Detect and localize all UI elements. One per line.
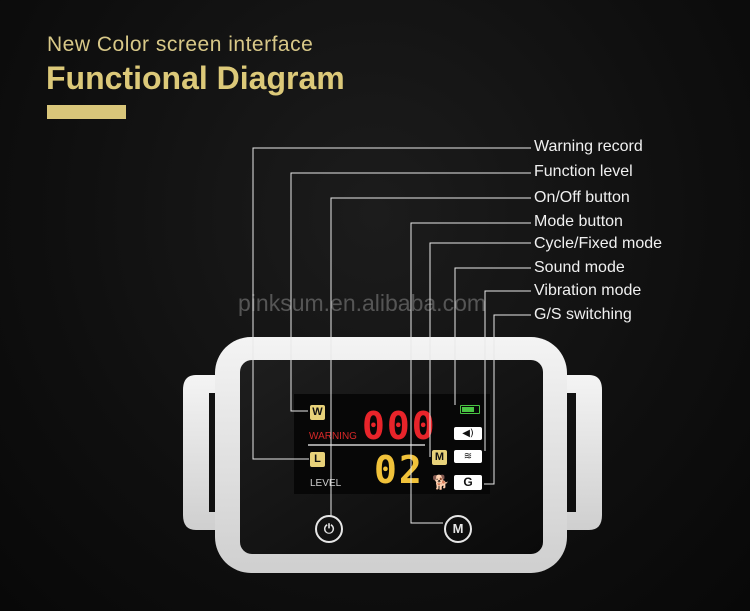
level-label: LEVEL bbox=[310, 478, 342, 489]
page-title: Functional Diagram bbox=[46, 60, 345, 96]
battery-icon bbox=[460, 405, 480, 414]
function-level-badge: L bbox=[310, 452, 325, 467]
leader-mode bbox=[410, 222, 531, 524]
leader-vibration bbox=[484, 290, 531, 451]
warning-record-badge: W bbox=[310, 405, 325, 420]
callout-gs-switching: G/S switching bbox=[534, 306, 632, 323]
cycle-fixed-mode-badge: M bbox=[432, 450, 447, 465]
leader-sound bbox=[454, 267, 531, 405]
left-strap-lug bbox=[183, 375, 236, 530]
callout-onoff-button: On/Off button bbox=[534, 189, 630, 206]
leader-function-level bbox=[290, 172, 531, 412]
warning-label: WARNING bbox=[309, 431, 357, 442]
warning-count-display: 000 bbox=[362, 404, 437, 448]
leader-cycle-fixed bbox=[429, 242, 531, 457]
level-value-display: 02 bbox=[374, 448, 424, 492]
speaker-icon: ◀) bbox=[454, 427, 482, 440]
leader-gs bbox=[484, 314, 531, 485]
callout-function-level: Function level bbox=[534, 163, 633, 180]
leader-warning-record bbox=[252, 147, 531, 460]
callout-cycle-fixed-mode: Cycle/Fixed mode bbox=[534, 235, 663, 252]
callout-mode-button: Mode button bbox=[534, 213, 623, 230]
power-icon: ⏻ bbox=[323, 521, 335, 536]
mode-button[interactable]: M bbox=[444, 515, 472, 543]
subtitle: New Color screen interface bbox=[47, 33, 314, 56]
title-underline-bar bbox=[47, 105, 126, 119]
dog-icon: 🐕 bbox=[432, 474, 450, 490]
power-button[interactable]: ⏻ bbox=[315, 515, 343, 543]
callout-vibration-mode: Vibration mode bbox=[534, 282, 642, 299]
vibration-icon: ≋ bbox=[454, 450, 482, 463]
gs-switch-indicator: G bbox=[454, 475, 482, 490]
right-strap-lug bbox=[549, 375, 602, 530]
watermark: pinksum.en.alibaba.com bbox=[238, 290, 487, 316]
leader-onoff bbox=[330, 197, 531, 516]
callout-warning-record: Warning record bbox=[534, 138, 643, 155]
callout-sound-mode: Sound mode bbox=[534, 259, 625, 276]
